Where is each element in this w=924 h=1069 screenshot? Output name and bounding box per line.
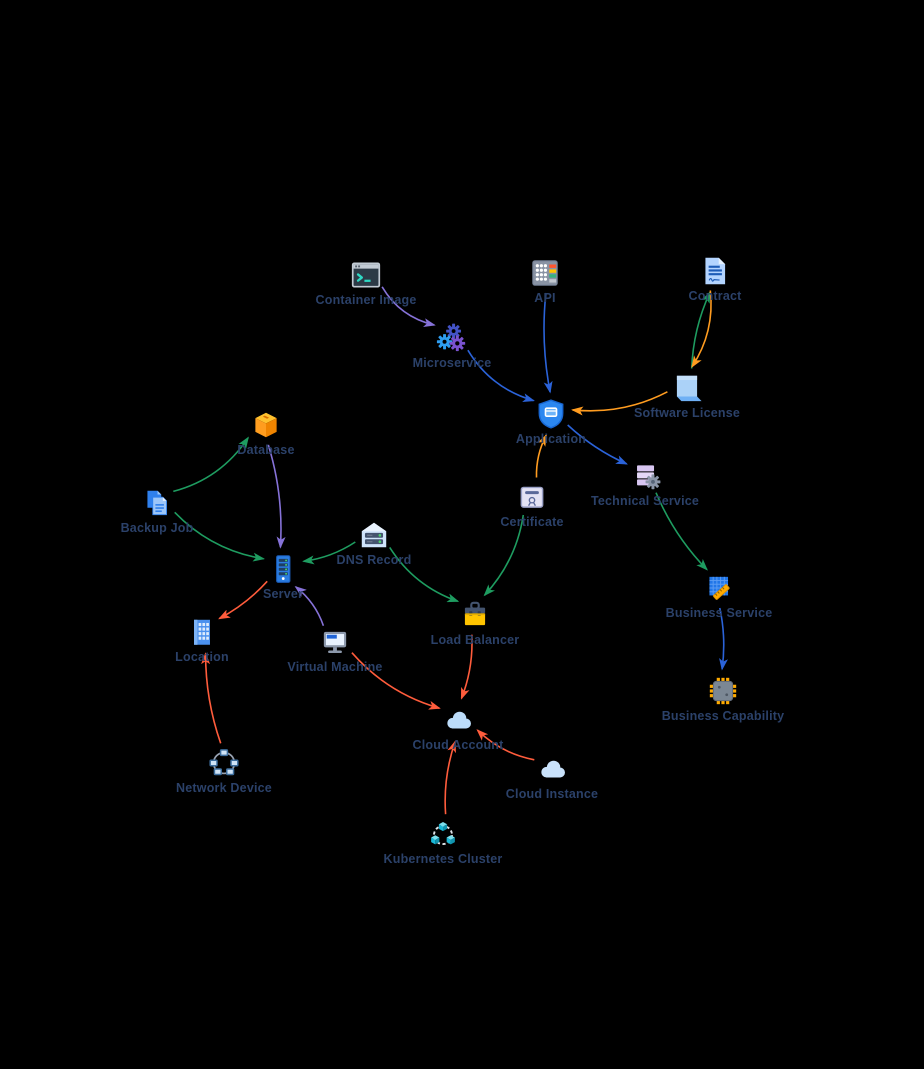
node-label: Database — [237, 443, 295, 457]
storage-box-icon — [249, 408, 283, 442]
edge-technical-service-business-service — [655, 492, 708, 571]
edge-database-server — [267, 444, 286, 549]
edge-virtual-machine-cloud-account — [351, 652, 441, 710]
edge-business-service-business-capability — [719, 607, 728, 671]
chip-icon — [706, 674, 740, 708]
node-label: Cloud Account — [412, 738, 504, 752]
server-tower-icon — [266, 552, 300, 586]
edge-backup-job-server — [174, 511, 265, 562]
edge-software-license-application — [571, 391, 668, 416]
node-label: Network Device — [176, 781, 272, 795]
node-label: Certificate — [500, 515, 564, 529]
edge-kubernetes-cluster-cloud-account — [444, 740, 456, 815]
documents-icon — [140, 486, 174, 520]
keypad-icon — [528, 256, 562, 290]
node-label: Server — [262, 587, 304, 601]
edge-cloud-instance-cloud-account — [476, 729, 535, 761]
node-label: API — [534, 291, 556, 305]
node-label: Container Image — [315, 293, 417, 307]
service-slats-gear-icon — [628, 459, 662, 493]
node-label: Load Balancer — [430, 633, 520, 647]
node-label: Virtual Machine — [287, 660, 383, 674]
node-label: Contract — [688, 289, 742, 303]
node-label: Location — [175, 650, 229, 664]
node-label: Software License — [633, 406, 741, 420]
edge-dns-record-load-balancer — [389, 546, 460, 603]
node-label: Business Capability — [661, 709, 785, 723]
node-label: Technical Service — [590, 494, 700, 508]
gears-icon — [435, 321, 469, 355]
edge-api-application — [543, 292, 553, 394]
software-box-icon — [670, 371, 704, 405]
edge-certificate-load-balancer — [483, 514, 525, 597]
network-hub-icon — [207, 746, 241, 780]
terminal-window-icon — [349, 258, 383, 292]
edge-dns-record-server — [302, 541, 356, 565]
node-label: Backup Job — [120, 521, 194, 535]
edge-certificate-application — [535, 434, 547, 478]
edge-load-balancer-cloud-account — [460, 634, 473, 700]
cube-cluster-icon — [426, 817, 460, 851]
node-label: DNS Record — [336, 553, 412, 567]
edge-network-device-location — [201, 652, 222, 744]
grid-ruler-icon — [702, 571, 736, 605]
certificate-icon — [515, 480, 549, 514]
edge-container-image-microservice — [381, 286, 436, 328]
edge-application-technical-service — [567, 424, 628, 465]
node-label: Application — [515, 432, 587, 446]
cloud-alt-icon — [535, 752, 569, 786]
node-label: Business Service — [665, 606, 773, 620]
shield-app-icon — [534, 397, 568, 431]
toolbox-icon — [458, 598, 492, 632]
node-label: Microservice — [412, 356, 492, 370]
node-label: Kubernetes Cluster — [383, 852, 503, 866]
edge-microservice-application — [467, 349, 535, 403]
node-label: Cloud Instance — [505, 787, 599, 801]
edge-contract-software-license — [691, 290, 712, 368]
edge-backup-job-database — [173, 436, 249, 493]
hosting-server-icon — [357, 518, 391, 552]
signed-document-icon — [698, 254, 732, 288]
cloud-icon — [441, 703, 475, 737]
edge-virtual-machine-server — [294, 585, 325, 626]
building-icon — [185, 615, 219, 649]
monitor-icon — [318, 625, 352, 659]
edge-server-location — [218, 580, 268, 620]
